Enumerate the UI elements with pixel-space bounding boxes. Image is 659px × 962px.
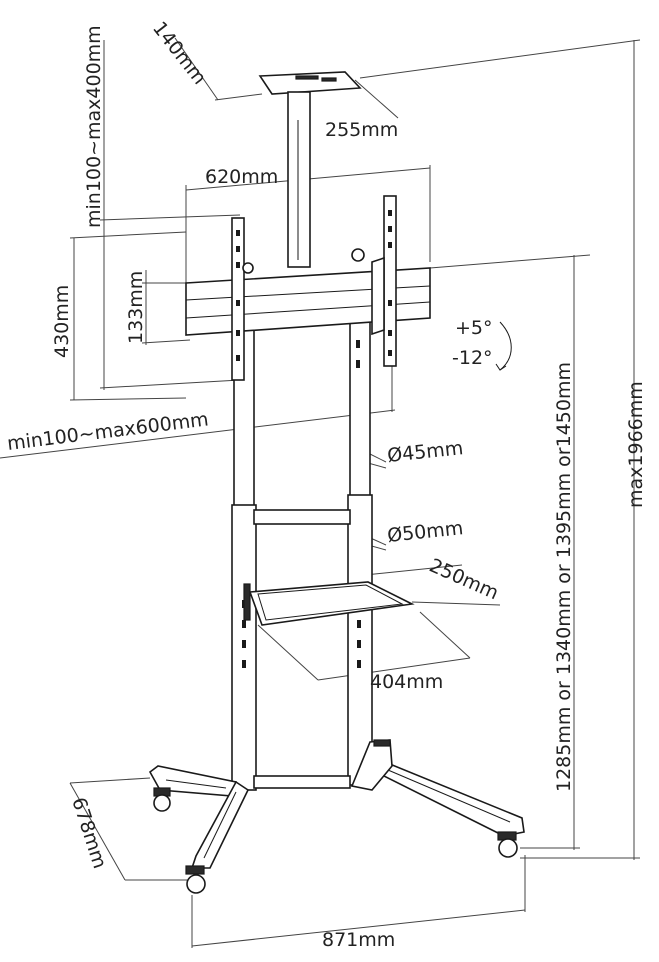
label-base-width: 871mm [322, 929, 395, 951]
label-shelf-width: 404mm [370, 671, 443, 693]
stand-drawing [148, 71, 525, 894]
label-vesa-vertical: min100~max400mm [83, 25, 105, 228]
right-upper-post [349, 299, 371, 501]
label-rail-height: 133mm [125, 271, 147, 344]
label-shelf-width-top: 255mm [325, 119, 398, 141]
top-shelf [258, 71, 362, 95]
label-tilt-up: +5° [455, 317, 493, 339]
label-upper-tube-diameter: Ø45mm [386, 437, 464, 467]
label-lower-tube-diameter: Ø50mm [386, 517, 464, 547]
bottom-crossbar [253, 775, 351, 789]
middle-crossbar [253, 509, 351, 525]
lower-shelf [248, 581, 415, 626]
label-bracket-width: 620mm [205, 166, 278, 188]
dimension-labels: 140mm 255mm 620mm min100~max400mm 430mm … [6, 18, 647, 951]
label-tilt-down: -12° [452, 347, 493, 369]
right-lower-post [347, 494, 373, 786]
tilt-arrow [499, 321, 512, 371]
right-front-leg [370, 759, 525, 837]
label-shelf-depth-top: 140mm [148, 18, 210, 89]
label-base-depth: 678mm [67, 795, 111, 872]
top-shelf-pole [287, 91, 311, 268]
label-vesa-horizontal: min100~max600mm [6, 408, 210, 455]
right-vesa-bracket [383, 195, 397, 367]
label-shelf-depth: 250mm [426, 554, 502, 604]
label-max-height: max1966mm [625, 381, 647, 508]
label-mount-heights: 1285mm or 1340mm or 1395mm or1450mm [553, 362, 575, 792]
label-bracket-height: 430mm [51, 285, 73, 358]
casters [153, 739, 518, 894]
left-vesa-bracket [231, 217, 245, 381]
